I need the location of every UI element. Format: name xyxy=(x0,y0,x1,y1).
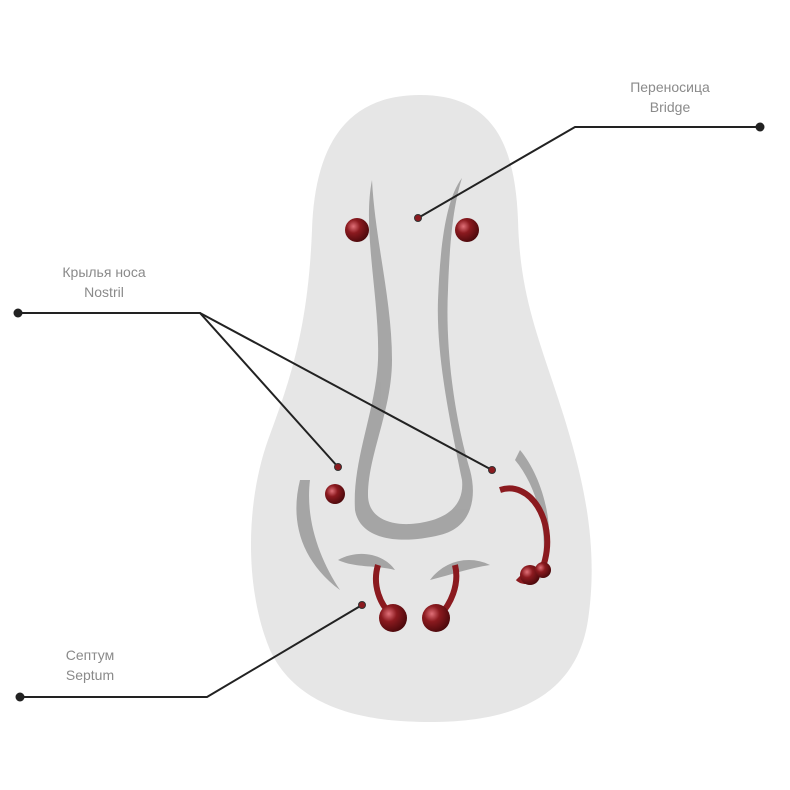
jewelry xyxy=(325,218,551,632)
nostril-leader-line-2 xyxy=(199,312,493,471)
nostril-stud xyxy=(325,484,345,504)
bridge-label-ru: Переносица xyxy=(630,79,710,95)
nostril-label-ru: Крылья носа xyxy=(62,264,146,280)
septum-label: Септум Septum xyxy=(10,645,170,685)
nose-silhouette xyxy=(250,95,592,722)
nostril-label: Крылья носа Nostril xyxy=(24,262,184,302)
septum-label-ru: Септум xyxy=(65,647,115,663)
bridge-ball-right xyxy=(455,218,479,242)
bridge-ball-left xyxy=(345,218,369,242)
septum-ball-left xyxy=(379,604,407,632)
leader-lines xyxy=(18,126,760,698)
septum-label-en: Septum xyxy=(65,667,115,683)
leader-dots xyxy=(13,122,765,702)
bridge-leader-line xyxy=(417,126,760,219)
bridge-label-en: Bridge xyxy=(649,99,691,115)
nostril-label-en: Nostril xyxy=(84,284,124,300)
septum-leader-line xyxy=(20,604,363,698)
septum-ball-right xyxy=(422,604,450,632)
bridge-label: Переносица Bridge xyxy=(590,77,750,117)
target-dots xyxy=(334,214,496,609)
